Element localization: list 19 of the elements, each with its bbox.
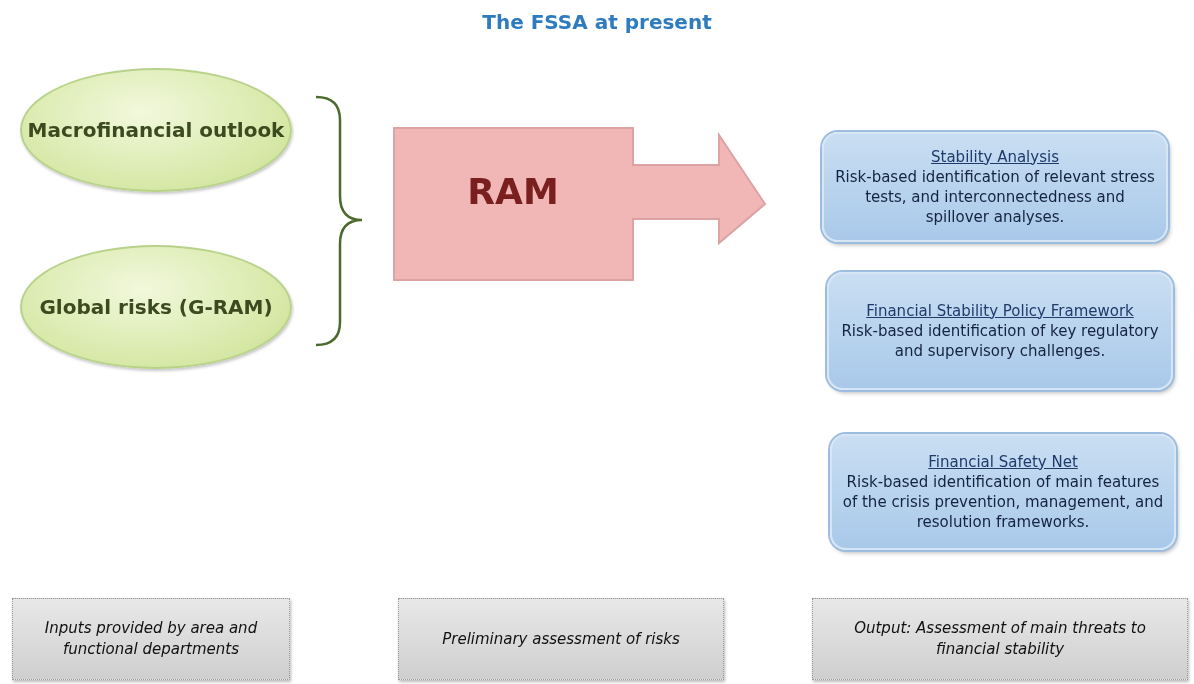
diagram-title: The FSSA at present [481,10,713,34]
node-label: Inputs provided by area and functional departments [43,618,259,660]
section-heading: Financial Stability Policy Framework [866,300,1134,321]
output-box [822,132,1168,242]
node-label: RAM [466,171,560,212]
caption-box [12,598,290,680]
description-text: Risk-based identification of key regulatory and supervisory challenges. [840,320,1160,362]
description-text: Risk-based identification of main features of the crisis prevention, management, and resolution frameworks. [842,471,1164,533]
caption-box [812,598,1188,680]
caption-box [398,598,724,680]
description-text: Risk-based identification of relevant stress tests, and interconnectedness and spillover analyses. [834,166,1156,228]
section-heading: Financial Safety Net [928,451,1078,472]
output-box [830,434,1176,550]
node-label: Output: Assessment of main threats to financial stability [853,618,1147,660]
node-label: Macrofinancial outlook [27,118,285,142]
output-box [827,272,1173,390]
node-label: Global risks (G-RAM) [39,295,273,319]
section-heading: Stability Analysis [931,146,1059,167]
node-label: Preliminary assessment of risks [442,628,680,650]
